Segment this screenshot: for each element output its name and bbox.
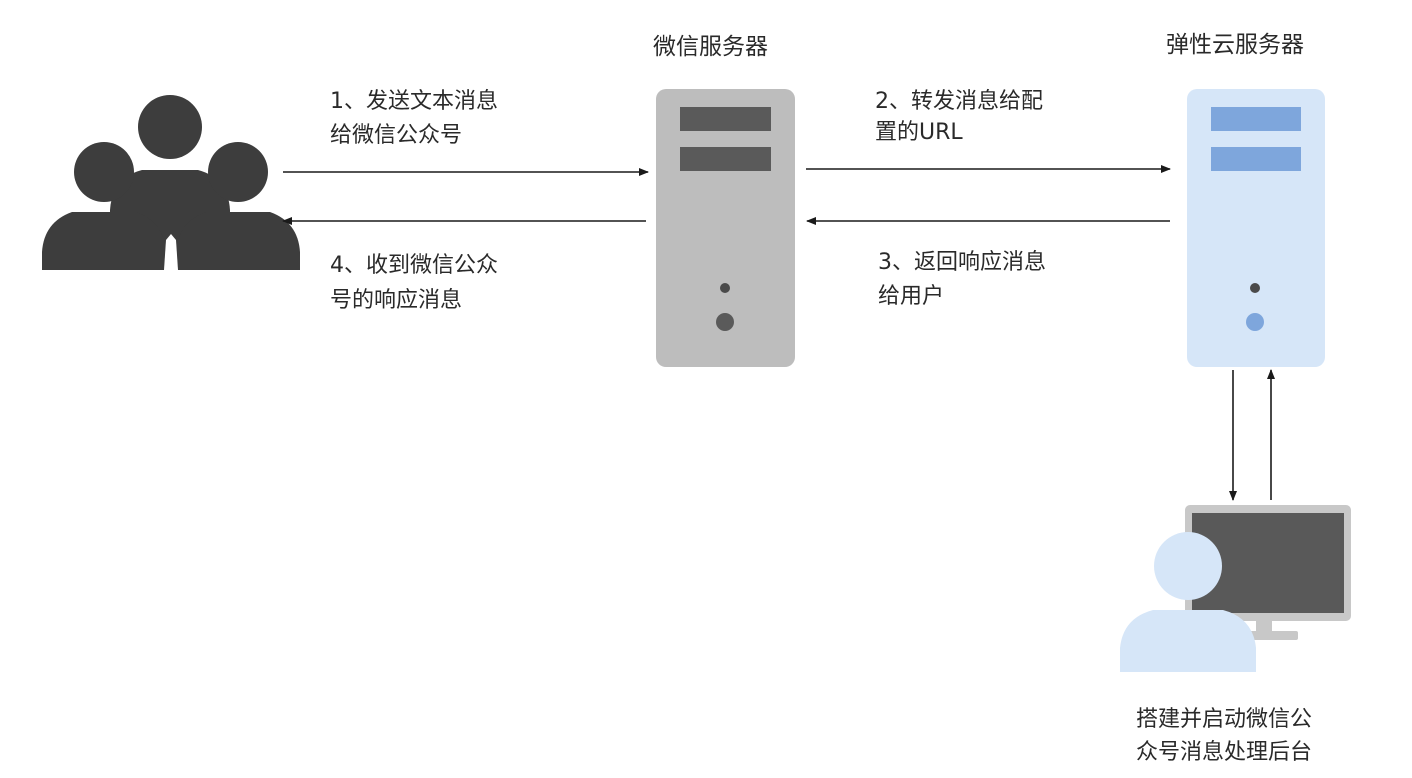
developer-caption-line2: 众号消息处理后台 (1136, 740, 1313, 765)
step4-line1: 4、收到微信公众 (330, 253, 498, 278)
developer-at-monitor-icon (1120, 505, 1351, 672)
ecs-server-icon (1187, 89, 1325, 367)
developer-caption-line1: 搭建并启动微信公 (1136, 707, 1313, 732)
step1-line1: 1、发送文本消息 (330, 89, 498, 114)
step2-line1: 2、转发消息给配 (875, 89, 1043, 114)
step3-line1: 3、返回响应消息 (878, 250, 1046, 275)
ecs-server-title: 弹性云服务器 (1166, 32, 1304, 58)
wechat-server-icon (656, 89, 795, 367)
wechat-server-title: 微信服务器 (653, 34, 768, 60)
users-group-icon (42, 95, 300, 270)
step4-line2: 号的响应消息 (330, 288, 463, 313)
step2-line2: 置的URL (875, 120, 963, 145)
step1-line2: 给微信公众号 (330, 123, 463, 148)
step3-line2: 给用户 (878, 284, 945, 309)
